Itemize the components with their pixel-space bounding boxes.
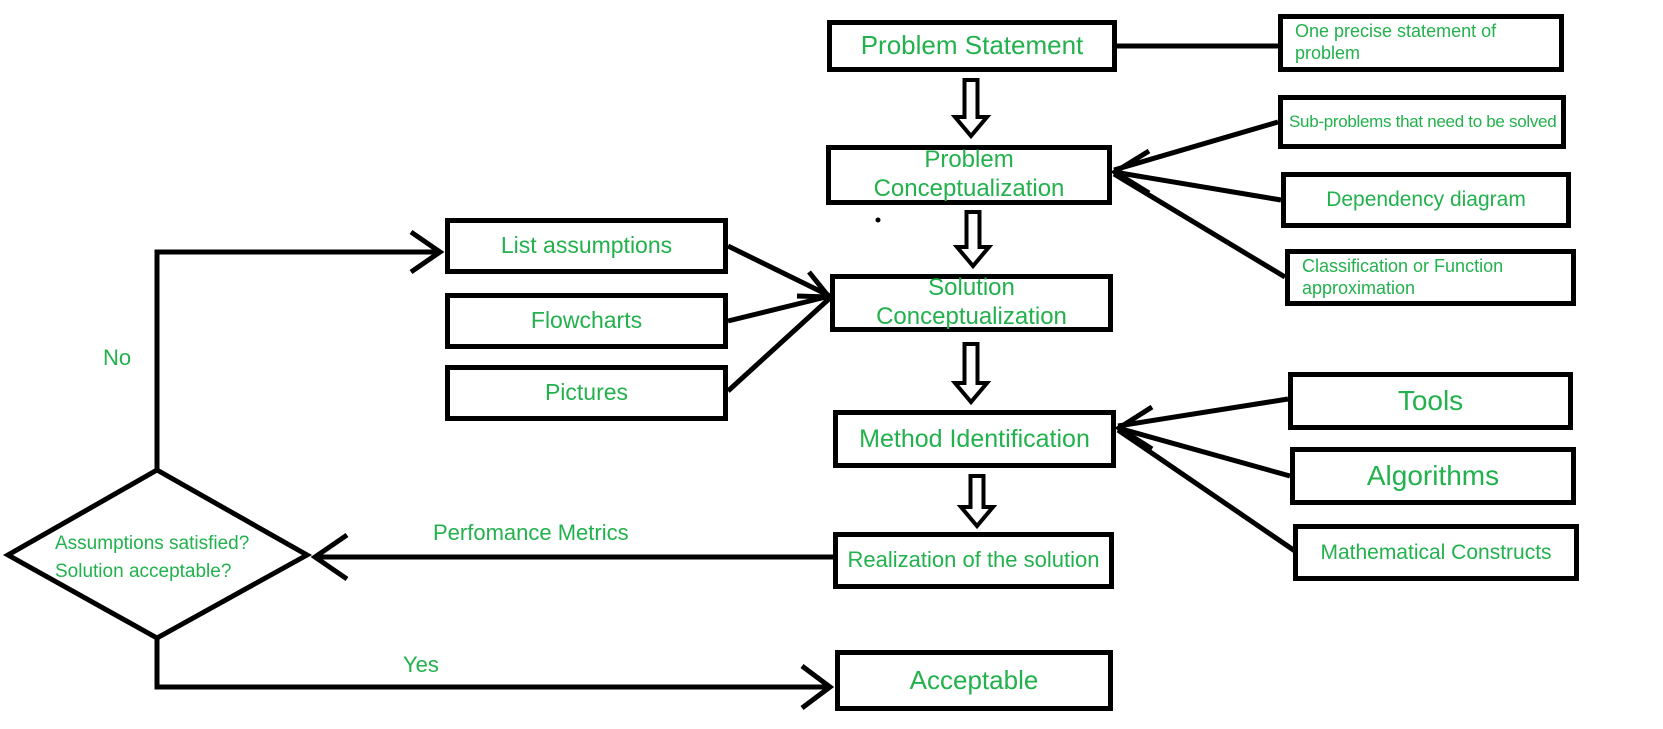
edge-pc-dependency: [1113, 169, 1282, 203]
arrowhead-into-list-assumptions: [409, 229, 445, 275]
edge-mi-algorithms: [1117, 425, 1291, 479]
node-algorithms: Algorithms: [1290, 447, 1576, 505]
down-arrow-icon: [950, 78, 992, 140]
arrowhead-into-acceptable: [800, 664, 835, 710]
edge-label-no: No: [103, 345, 132, 370]
node-dependency-diagram: Dependency diagram: [1281, 172, 1571, 228]
edge-listassumptions-sc: [726, 243, 832, 299]
decision-line-1: Assumptions satisfied?: [55, 533, 250, 554]
arrowhead-into-problem-conceptualization: [1110, 148, 1151, 196]
edge-label-performance-metrics: Perfomance Metrics: [433, 520, 629, 545]
node-solution-conceptualization: Solution Conceptualization: [830, 274, 1113, 332]
down-arrow-icon: [952, 210, 994, 270]
node-problem-conceptualization: Problem Conceptualization: [826, 145, 1112, 205]
node-acceptable: Acceptable: [835, 650, 1113, 711]
decision-diamond-text: Assumptions satisfied? Solution acceptab…: [55, 530, 275, 586]
edge-flowcharts-sc: [727, 293, 831, 324]
node-one-precise-statement: One precise statement of problem: [1278, 14, 1564, 72]
node-problem-statement: Problem Statement: [827, 20, 1117, 72]
node-realization: Realization of the solution: [833, 532, 1114, 589]
node-mathematical-constructs: Mathematical Constructs: [1293, 524, 1579, 581]
node-list-assumptions: List assumptions: [445, 218, 728, 274]
edge-pictures-sc: [726, 296, 832, 393]
node-flowcharts: Flowcharts: [445, 293, 728, 349]
edge-yes-path: [154, 638, 827, 690]
arrowhead-into-solution-conceptualization: [796, 270, 835, 300]
node-method-identification: Method Identification: [833, 410, 1116, 468]
arrowhead-into-method-identification: [1114, 404, 1154, 452]
node-classification: Classification or Function approximation: [1285, 249, 1576, 306]
edge-label-yes: Yes: [403, 652, 439, 677]
stray-dot: [875, 217, 881, 223]
arrowhead-into-decision: [310, 532, 349, 582]
down-arrow-icon: [956, 474, 998, 530]
decision-diamond-shape: [2, 467, 313, 641]
edge-mi-mathconstructs: [1116, 427, 1297, 554]
edge-pc-subproblems: [1113, 119, 1279, 173]
node-tools: Tools: [1288, 372, 1573, 430]
edge-mi-tools: [1117, 396, 1289, 429]
down-arrow-icon: [950, 342, 992, 406]
decision-line-2: Solution acceptable?: [55, 561, 232, 582]
block-arrows: [950, 78, 998, 530]
edge-no-path: [154, 249, 436, 470]
node-pictures: Pictures: [445, 365, 728, 421]
node-sub-problems: Sub-problems that need to be solved: [1278, 95, 1566, 149]
